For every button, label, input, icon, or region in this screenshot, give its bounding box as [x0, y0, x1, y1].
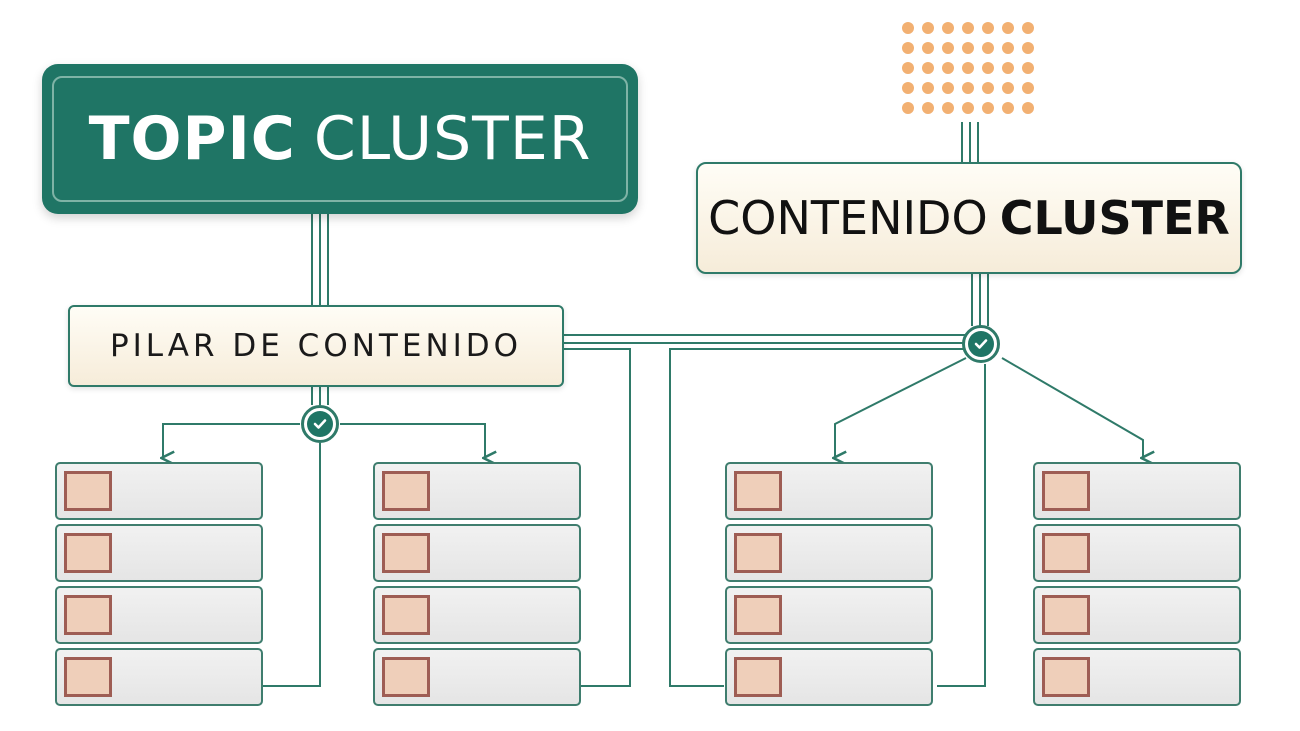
title-word-topic: TOPIC [88, 104, 296, 174]
dot [982, 62, 994, 74]
item-thumbnail-square [382, 533, 430, 573]
dot [982, 22, 994, 34]
list-item [725, 648, 933, 706]
pillar-content-box: PILAR DE CONTENIDO [68, 305, 564, 387]
item-thumbnail-square [1042, 533, 1090, 573]
list-item [1033, 524, 1241, 582]
dot [942, 82, 954, 94]
list-item [373, 524, 581, 582]
dot [982, 42, 994, 54]
dot-grid-icon [902, 22, 1042, 118]
list-item [725, 462, 933, 520]
item-thumbnail-square [1042, 595, 1090, 635]
dot [1002, 22, 1014, 34]
dot [962, 42, 974, 54]
dot [922, 102, 934, 114]
list-item [1033, 648, 1241, 706]
dot [902, 42, 914, 54]
item-thumbnail-square [734, 533, 782, 573]
cluster-word-cluster: CLUSTER [999, 191, 1230, 245]
item-thumbnail-square [382, 595, 430, 635]
list-item [55, 462, 263, 520]
list-item [373, 648, 581, 706]
dot [902, 82, 914, 94]
list-item [1033, 462, 1241, 520]
cluster-word-contenido: CONTENIDO [708, 191, 988, 245]
dot [1002, 42, 1014, 54]
dot [1002, 62, 1014, 74]
dot [1002, 82, 1014, 94]
pillar-content-label: PILAR DE CONTENIDO [109, 328, 523, 364]
list-item [1033, 586, 1241, 644]
list-item [373, 586, 581, 644]
dot [902, 62, 914, 74]
item-thumbnail-square [734, 471, 782, 511]
dot [962, 62, 974, 74]
dot [1022, 102, 1034, 114]
item-thumbnail-square [1042, 471, 1090, 511]
dot [942, 62, 954, 74]
dot [942, 102, 954, 114]
list-item [55, 524, 263, 582]
dot [982, 102, 994, 114]
item-thumbnail-square [64, 471, 112, 511]
item-thumbnail-square [64, 657, 112, 697]
dot [962, 82, 974, 94]
dot [902, 102, 914, 114]
dot [1022, 22, 1034, 34]
dot [962, 22, 974, 34]
dot [1022, 42, 1034, 54]
dot [942, 42, 954, 54]
dot [942, 22, 954, 34]
dot [922, 22, 934, 34]
item-thumbnail-square [64, 595, 112, 635]
item-thumbnail-square [382, 471, 430, 511]
item-thumbnail-square [64, 533, 112, 573]
list-item [55, 648, 263, 706]
list-item [373, 462, 581, 520]
dot [982, 82, 994, 94]
dot [902, 22, 914, 34]
list-item [55, 586, 263, 644]
list-item [725, 586, 933, 644]
dot [922, 62, 934, 74]
title-word-cluster: CLUSTER [313, 104, 592, 174]
item-thumbnail-square [734, 595, 782, 635]
cluster-hub-check-icon [962, 325, 1000, 363]
dot [922, 42, 934, 54]
dot [962, 102, 974, 114]
dot [1022, 62, 1034, 74]
list-item [725, 524, 933, 582]
dot [922, 82, 934, 94]
item-thumbnail-square [1042, 657, 1090, 697]
dot [1002, 102, 1014, 114]
pillar-hub-check-icon [301, 405, 339, 443]
item-thumbnail-square [382, 657, 430, 697]
dot [1022, 82, 1034, 94]
item-thumbnail-square [734, 657, 782, 697]
